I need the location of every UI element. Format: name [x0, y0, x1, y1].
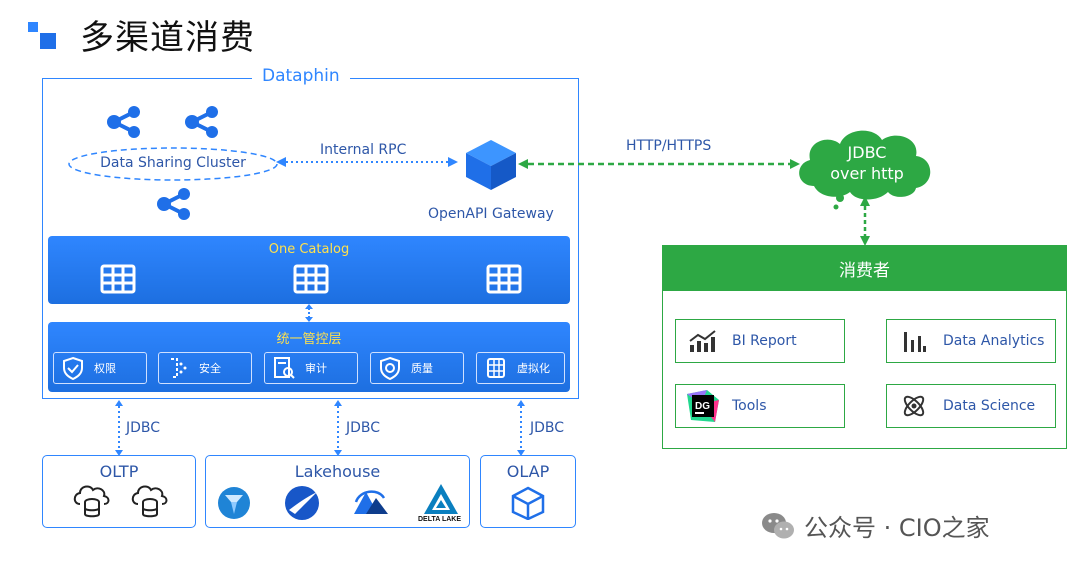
mgmt-item-label: 质量 [411, 362, 433, 375]
share-icon [157, 188, 190, 220]
wechat-icon [762, 512, 794, 538]
mgmt-item-quality: 质量 [370, 352, 464, 384]
rpc-arrow [276, 157, 458, 167]
consumer-item-label: Data Analytics [943, 333, 1045, 349]
consumer-item-label: BI Report [732, 333, 797, 349]
jdbc-label: JDBC [346, 420, 381, 436]
http-arrow [518, 159, 800, 169]
mgmt-item-label: 虚拟化 [517, 362, 550, 375]
share-icon [107, 106, 140, 138]
table-icon [100, 264, 136, 294]
olap-box: OLAP [480, 455, 576, 528]
jdbc-connector [115, 400, 123, 456]
shield-check-icon [60, 355, 86, 381]
consumer-tools: DG Tools [675, 384, 845, 428]
cluster-label: Data Sharing Cluster [100, 155, 246, 171]
page-title: 多渠道消费 [80, 18, 255, 58]
footer-text: 公众号 · CIO之家 [804, 514, 990, 542]
iceberg-icon [285, 486, 319, 520]
bar-chart-icon [897, 324, 931, 358]
cloud-icon [799, 130, 931, 210]
cloud-label: JDBC over http [812, 142, 922, 184]
table-icon [293, 264, 329, 294]
mgmt-title: 统一管控层 [276, 332, 342, 347]
title-marker-small [28, 22, 38, 32]
cloud-database-icon [73, 485, 110, 518]
jdbc-connector [334, 400, 342, 456]
oltp-box: OLTP [42, 455, 196, 528]
consumer-bi-report: BI Report [675, 319, 845, 363]
consumer-item-label: Data Science [943, 398, 1036, 414]
jdbc-label: JDBC [530, 420, 565, 436]
atom-icon [897, 389, 931, 423]
lakehouse-box: Lakehouse [205, 455, 470, 528]
catalog-mgmt-connector [305, 304, 313, 322]
hudi-icon [218, 487, 250, 519]
mgmt-item-label: 安全 [199, 362, 221, 375]
audit-icon [271, 355, 297, 381]
cloud-consumer-connector [860, 196, 870, 246]
dataphin-title: Dataphin [252, 66, 350, 86]
catalog-title: One Catalog [268, 242, 350, 257]
mgmt-item-audit: 审计 [264, 352, 358, 384]
consumer-header: 消费者 [662, 245, 1067, 291]
gateway-cube-icon [466, 140, 516, 190]
cube-icon [511, 486, 545, 520]
consumer-data-analytics: Data Analytics [886, 319, 1056, 363]
virtualization-icon [483, 355, 509, 381]
lakehouse-title: Lakehouse [294, 462, 381, 481]
consumer-item-label: Tools [732, 398, 767, 414]
olap-title: OLAP [506, 462, 550, 481]
mgmt-item-label: 审计 [305, 362, 327, 375]
jdbc-label: JDBC [126, 420, 161, 436]
datagrip-icon: DG [686, 389, 720, 423]
paimon-icon [354, 490, 388, 514]
share-icon [185, 106, 218, 138]
management-layer-bar: 统一管控层 权限 安全 审计 质量 虚拟化 [48, 322, 570, 392]
mgmt-item-security: 安全 [158, 352, 252, 384]
title-marker-large [40, 33, 56, 49]
cluster-ellipse [68, 147, 278, 181]
http-label: HTTP/HTTPS [626, 138, 712, 154]
jdbc-connector [517, 400, 525, 456]
mgmt-item-virtualization: 虚拟化 [476, 352, 565, 384]
svg-text:DG: DG [695, 401, 710, 412]
gateway-label: OpenAPI Gateway [428, 206, 554, 222]
chart-trend-icon [686, 324, 720, 358]
cloud-line-1: JDBC [847, 143, 887, 162]
cloud-database-icon [131, 485, 168, 518]
mgmt-item-permission: 权限 [53, 352, 147, 384]
mgmt-item-label: 权限 [94, 362, 116, 375]
cloud-line-2: over http [830, 164, 904, 183]
oltp-title: OLTP [99, 462, 139, 481]
rpc-label: Internal RPC [320, 142, 407, 158]
footer-watermark: 公众号 · CIO之家 [760, 508, 990, 543]
consumer-data-science: Data Science [886, 384, 1056, 428]
table-icon [486, 264, 522, 294]
quality-icon [377, 355, 403, 381]
security-icon [165, 355, 191, 381]
delta-lake-icon [424, 484, 458, 514]
delta-lake-label: DELTA LAKE [418, 516, 462, 523]
consumer-title: 消费者 [839, 261, 890, 281]
